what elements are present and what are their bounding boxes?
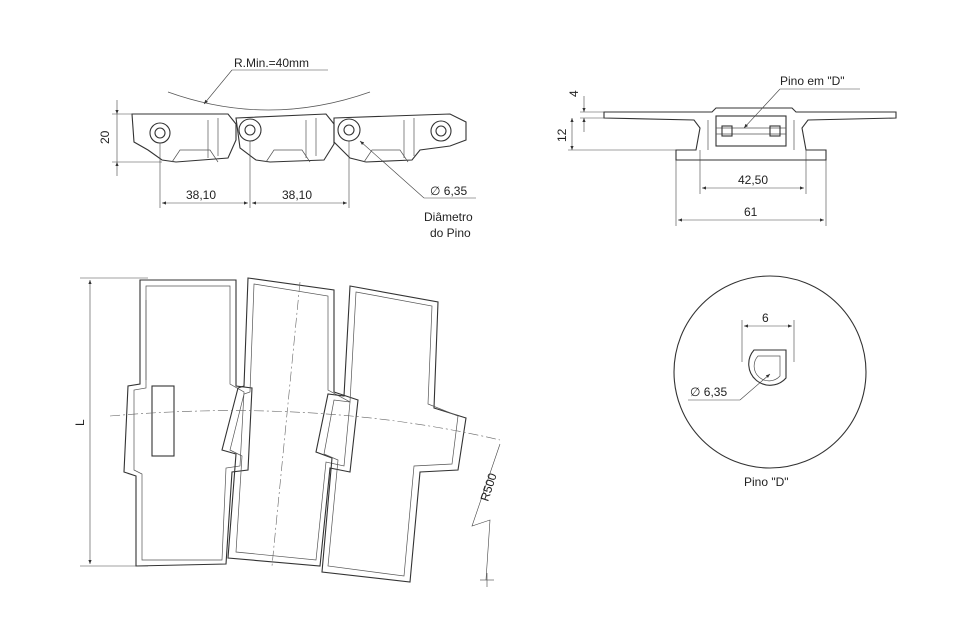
side-view: R.Min.=40mm <box>98 56 476 240</box>
curve-radius-label: R500 <box>478 471 500 503</box>
radius-leader <box>203 69 233 105</box>
inner-width-label: 42,50 <box>738 173 768 187</box>
detail-diameter-leader <box>739 373 771 401</box>
pin-detail: 6 ∅ 6,35 Pino "D" <box>673 275 867 489</box>
flat-width-label: 6 <box>762 311 769 325</box>
pin-caption-line2: do Pino <box>430 226 471 240</box>
thk-top-label: 4 <box>567 90 581 97</box>
thk-bottom-label: 12 <box>555 128 569 142</box>
detail-caption: Pino "D" <box>744 475 789 489</box>
pin-d-leader <box>743 88 781 129</box>
total-width-label: 61 <box>744 205 758 219</box>
curve-centerline <box>109 410 501 441</box>
detail-circle <box>673 275 867 469</box>
radius-zigzag <box>471 443 501 581</box>
top-link-3 <box>315 285 467 583</box>
pitch-label-1: 38,10 <box>186 188 216 202</box>
pin-diameter-label: ∅ 6,35 <box>430 184 467 198</box>
top-view: L R500 <box>73 277 501 587</box>
pin-caption-line1: Diâmetro <box>424 210 473 224</box>
front-view: Pino em "D" 4 12 42,50 61 <box>555 74 897 226</box>
top-link-2 <box>221 277 359 567</box>
height-label: 20 <box>98 130 112 144</box>
detail-diameter-label: ∅ 6,35 <box>690 385 727 399</box>
top-link-1 <box>123 279 253 567</box>
radius-label: R.Min.=40mm <box>234 56 309 70</box>
length-label: L <box>73 419 87 426</box>
chain-front-profile <box>603 107 897 161</box>
min-radius-arc <box>167 91 371 111</box>
pin-d-label: Pino em "D" <box>780 74 845 88</box>
chain-links-side <box>131 113 467 163</box>
d-pin-shape <box>748 349 787 386</box>
pitch-label-2: 38,10 <box>282 188 312 202</box>
pin-leader <box>359 140 425 199</box>
